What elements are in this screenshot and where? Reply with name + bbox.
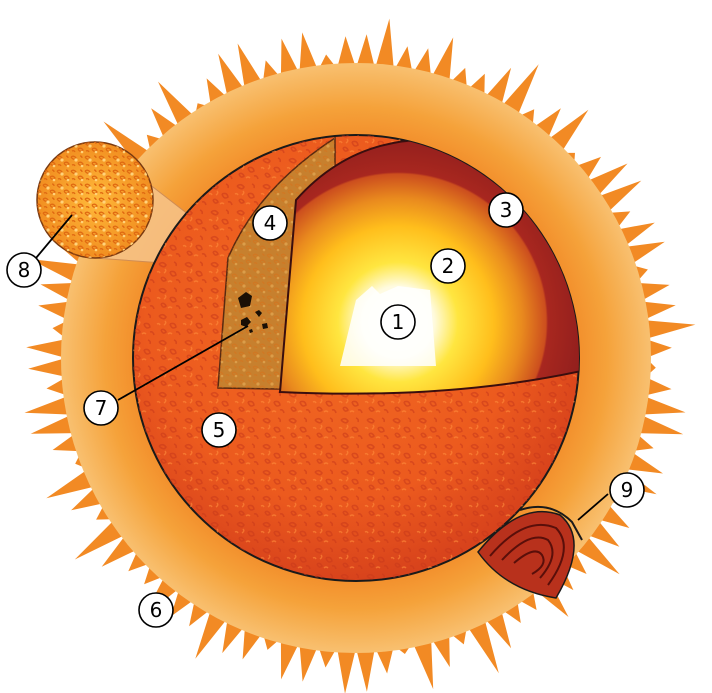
- callout-9: 9: [610, 473, 644, 507]
- label-core: 1: [392, 310, 405, 334]
- label-granules: 8: [18, 258, 31, 282]
- callout-4: 4: [253, 206, 287, 240]
- label-radiative-zone: 2: [442, 254, 455, 278]
- callout-5: 5: [202, 413, 236, 447]
- label-convective-zone: 3: [500, 198, 513, 222]
- callout-2: 2: [431, 249, 465, 283]
- label-prominence: 9: [621, 478, 634, 502]
- callout-8: 8: [7, 253, 41, 287]
- label-photosphere-surface: 5: [213, 418, 226, 442]
- granules-magnified: [37, 142, 153, 258]
- callout-6: 6: [139, 593, 173, 627]
- label-photosphere-cutaway: 4: [264, 211, 277, 235]
- callout-7: 7: [84, 391, 118, 425]
- callout-3: 3: [489, 193, 523, 227]
- label-sunspots: 7: [95, 396, 108, 420]
- callout-1: 1: [381, 305, 415, 339]
- label-corona: 6: [150, 598, 163, 622]
